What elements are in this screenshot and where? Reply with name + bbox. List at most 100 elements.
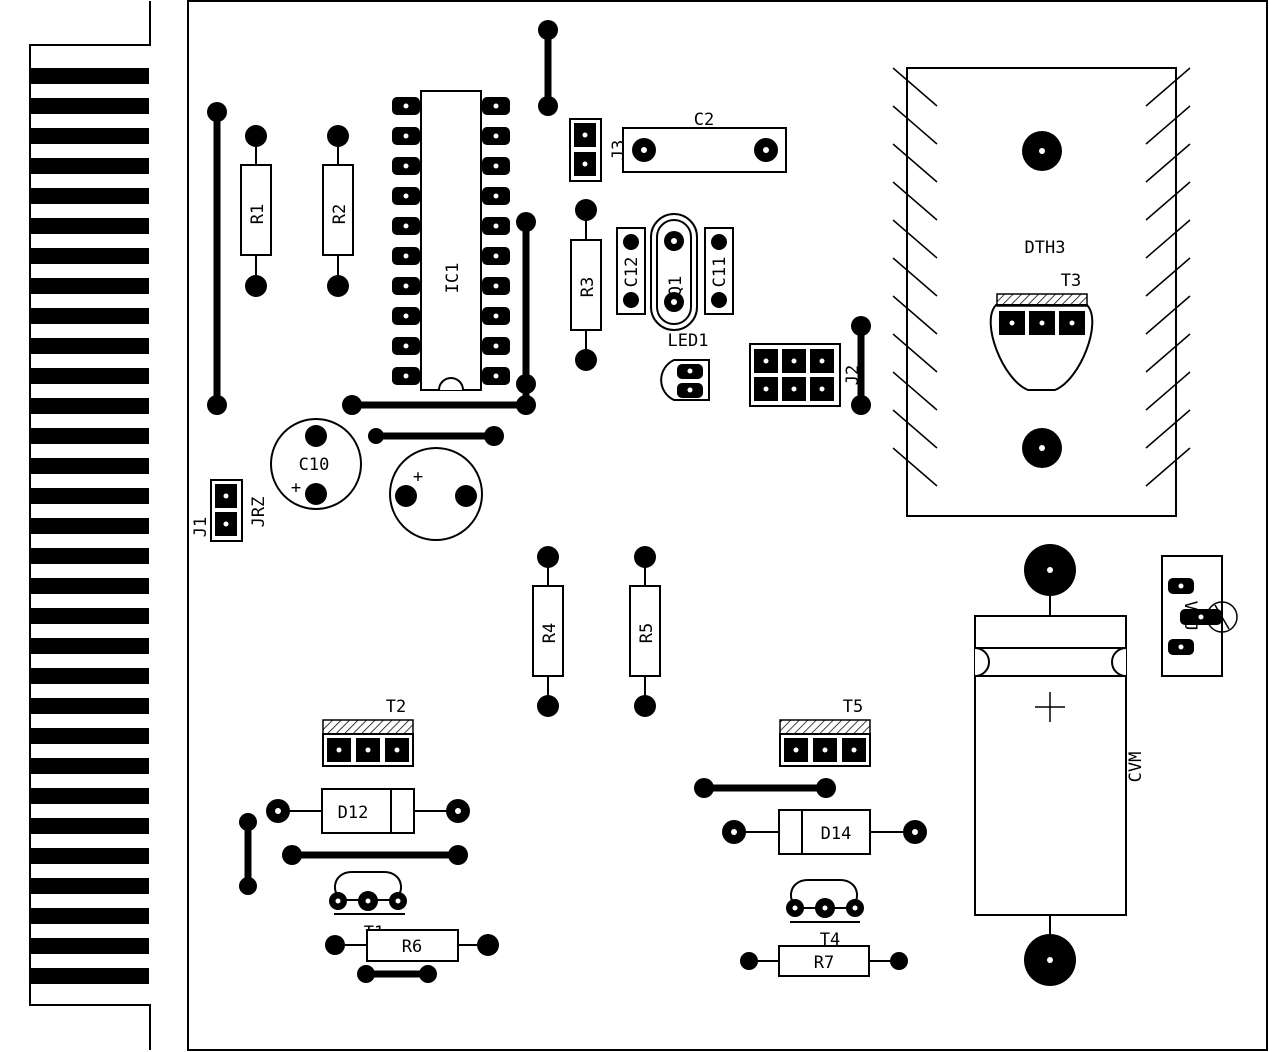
d12-label: D12 (338, 803, 369, 823)
r2-label: R2 (330, 204, 350, 224)
heatsink-fin (892, 257, 938, 297)
connector-finger (30, 428, 149, 444)
connector-finger (30, 218, 149, 234)
connector-finger (30, 68, 149, 84)
t2-label: T2 (386, 697, 406, 717)
heatsink-fin (1145, 295, 1191, 335)
connector-finger (30, 938, 149, 954)
trace-ends (207, 20, 871, 983)
connector-finger (30, 278, 149, 294)
connector-finger (30, 968, 149, 984)
connector-finger (30, 578, 149, 594)
heatsink-fin (1145, 219, 1191, 259)
jumper-j1: J1 JRZ (191, 479, 269, 542)
heatsink-fin (892, 333, 938, 373)
trimmer-vaj: VAJ (1161, 555, 1238, 677)
d14-label: D14 (821, 824, 852, 844)
connector-finger (30, 548, 149, 564)
diode-d12: D12 (266, 788, 470, 834)
transistor-t5: T5 (779, 697, 871, 767)
heatsink-fin (1145, 447, 1191, 487)
r1-label: R1 (248, 204, 268, 224)
resistor-r5: R5 (629, 546, 661, 717)
heatsink-fin (1145, 181, 1191, 221)
heatsink-fin (1145, 333, 1191, 373)
connector-finger (30, 638, 149, 654)
dth3-label: DTH3 (1025, 238, 1066, 258)
heatsink-fin (892, 371, 938, 411)
connector-finger (30, 368, 149, 384)
heatsink-dth3: DTH3 T3 (892, 67, 1191, 517)
heatsink-fin (892, 181, 938, 221)
ic1-label: IC1 (443, 263, 463, 294)
connector-finger (30, 518, 149, 534)
connector-finger (30, 308, 149, 324)
diode-d14: D14 (722, 809, 927, 855)
heatsink-fin (1145, 257, 1191, 297)
vaj-label: VAJ (1180, 601, 1200, 632)
capacitor-cvm: CVM (974, 544, 1146, 986)
resistor-r6: R6 (325, 929, 499, 962)
capacitor-c12: C12 (616, 227, 646, 315)
q1-label: Q1 (666, 276, 686, 296)
heatsink-fin (892, 219, 938, 259)
t3-label: T3 (1061, 271, 1081, 291)
ic1: IC1 (392, 90, 510, 391)
capacitor-electrolytic: + (389, 447, 483, 541)
connector-finger (30, 848, 149, 864)
connector-finger (30, 398, 149, 414)
connector-finger (30, 698, 149, 714)
led1-label: LED1 (668, 331, 709, 351)
heatsink-fin (892, 143, 938, 183)
connector-finger (30, 608, 149, 624)
heatsink-fin (1145, 371, 1191, 411)
transistor-t2: T2 (322, 697, 414, 767)
heatsink-fin (892, 105, 938, 145)
c10-label: C10 (299, 455, 330, 475)
resistor-r3: R3 (570, 199, 602, 371)
led-led1: LED1 (660, 331, 710, 401)
connector-finger (30, 758, 149, 774)
r5-label: R5 (637, 623, 657, 643)
r7-label: R7 (814, 953, 834, 973)
heatsink-fin (1145, 67, 1191, 107)
connector-finger (30, 188, 149, 204)
cap-plus: + (413, 467, 423, 487)
j1-label: J1 (191, 517, 211, 537)
c11-label: C11 (710, 257, 730, 288)
capacitor-c11: C11 (704, 227, 734, 315)
heatsink-fin (892, 67, 938, 107)
c2-label: C2 (694, 110, 714, 130)
connector-finger (30, 338, 149, 354)
capacitor-c2: C2 (622, 110, 787, 173)
crystal-q1: Q1 (650, 213, 698, 331)
connector-finger (30, 98, 149, 114)
capacitor-c10: C10 + (270, 418, 362, 510)
r6-label: R6 (402, 937, 422, 957)
jrz-label: JRZ (249, 497, 269, 528)
connector-finger (30, 158, 149, 174)
heatsink-fin (1145, 409, 1191, 449)
c10-plus: + (291, 478, 301, 498)
connector-finger (30, 668, 149, 684)
heatsink-fin (892, 295, 938, 335)
connector-finger (30, 908, 149, 924)
connector-finger (30, 488, 149, 504)
connector-finger (30, 878, 149, 894)
connector-finger (30, 788, 149, 804)
resistor-r1: R1 (240, 125, 272, 297)
t5-label: T5 (843, 697, 863, 717)
connector-finger (30, 458, 149, 474)
r4-label: R4 (540, 623, 560, 643)
c12-label: C12 (622, 257, 642, 288)
heatsink-fin (1145, 105, 1191, 145)
transistor-t4: T4 (786, 879, 864, 950)
connector-finger (30, 248, 149, 264)
resistor-r2: R2 (322, 125, 354, 297)
resistor-r4: R4 (532, 546, 564, 717)
heatsink-fin (892, 409, 938, 449)
j2-label: J2 (843, 365, 863, 385)
resistor-r7: R7 (740, 945, 908, 977)
ic1-pads (392, 97, 510, 385)
